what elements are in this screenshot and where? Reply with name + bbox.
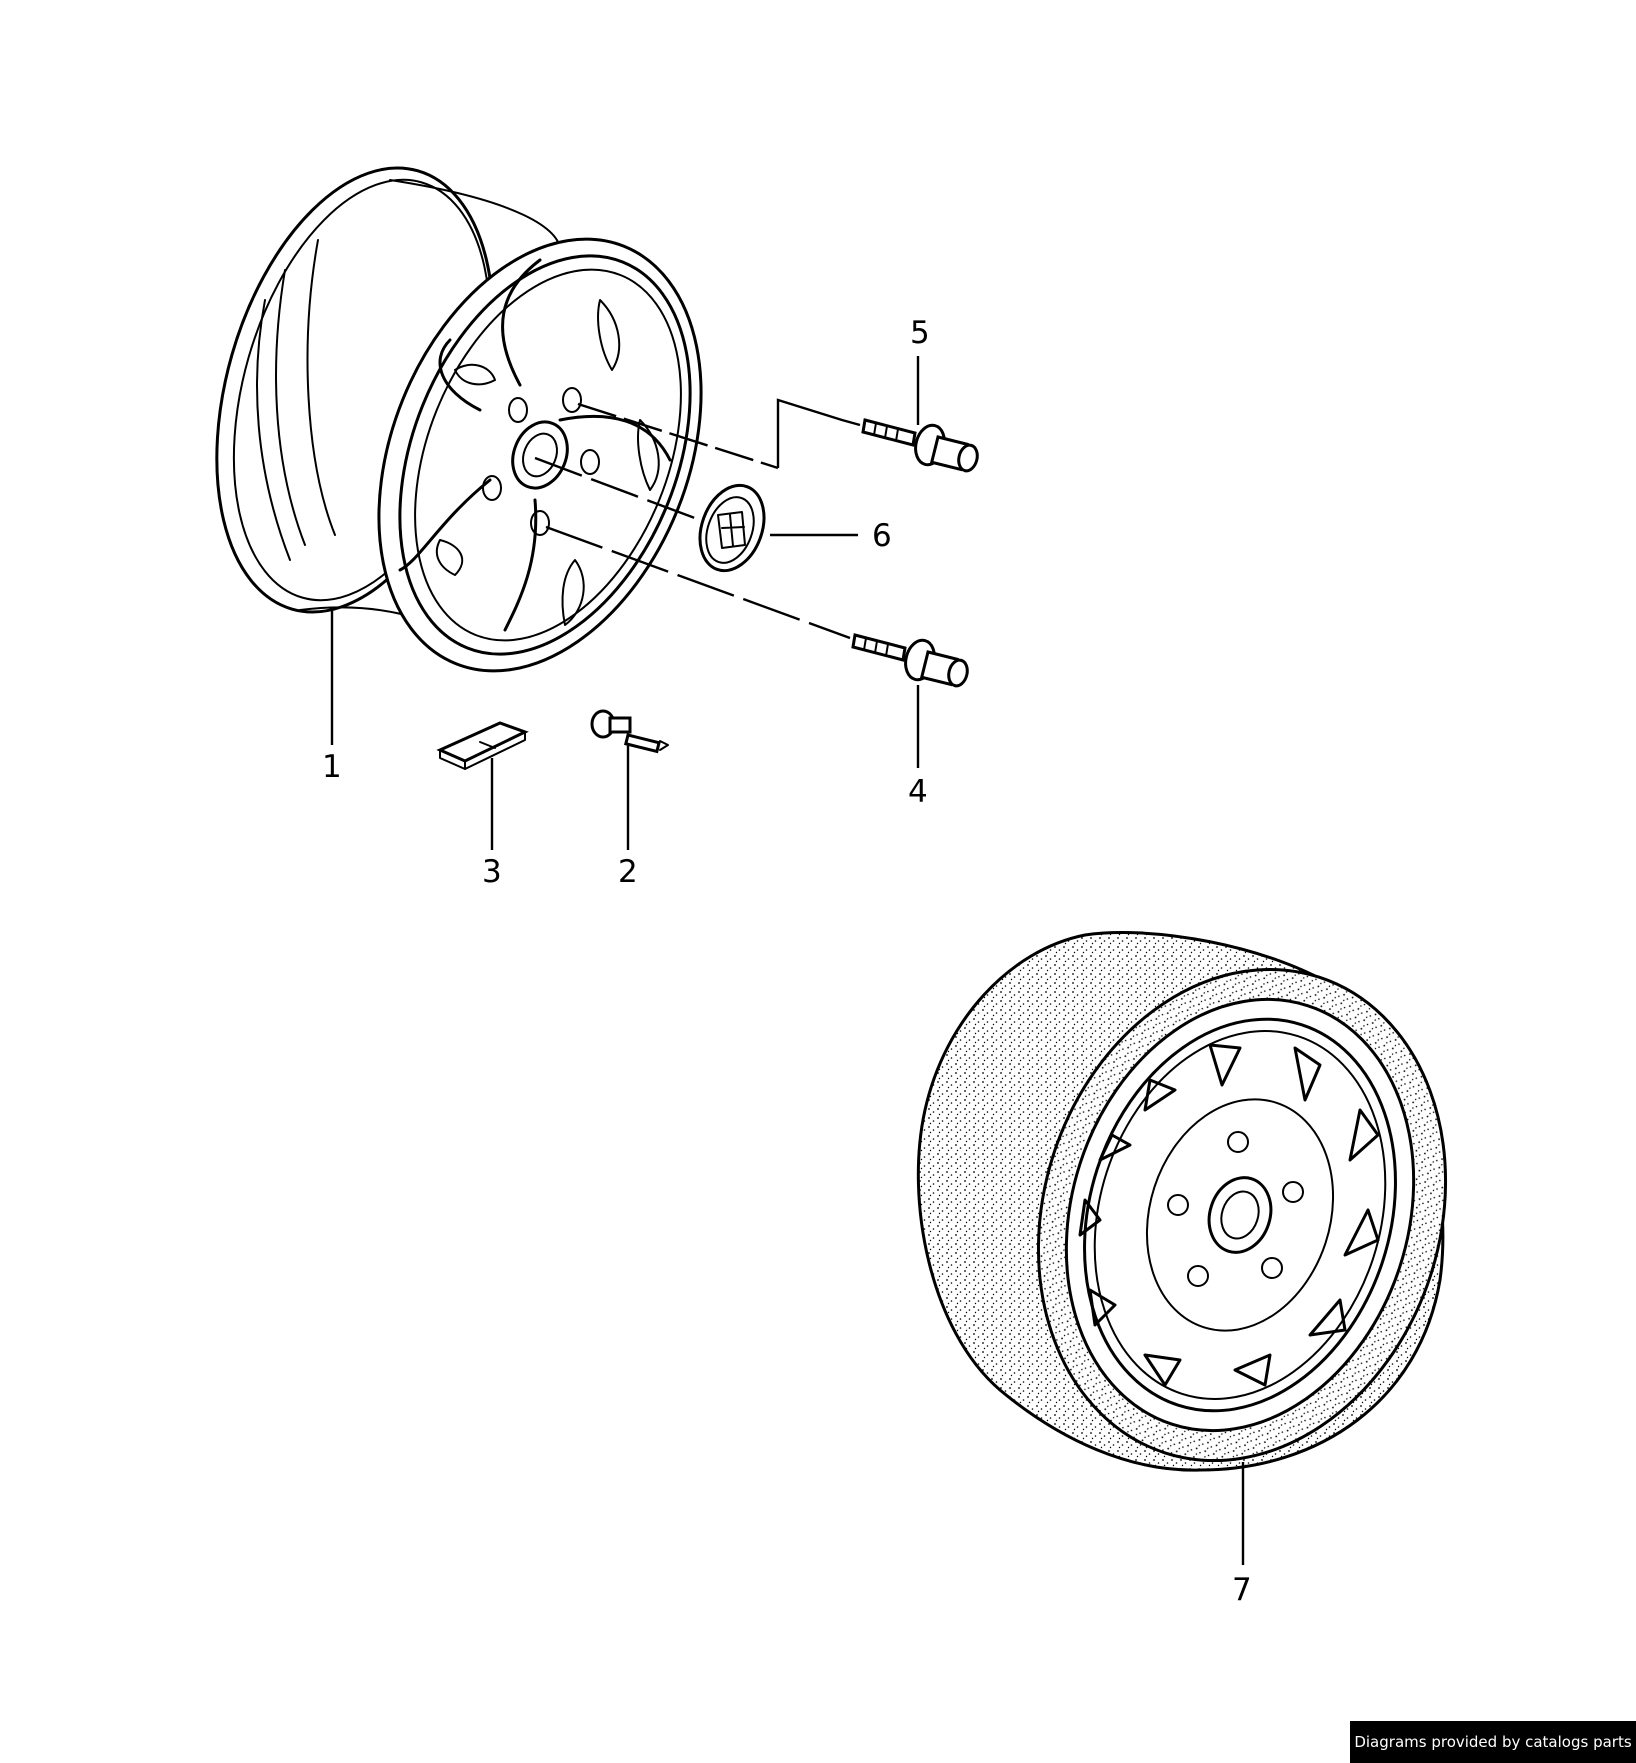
valve-stem <box>590 709 669 754</box>
wheel-bolt-upper <box>861 418 979 473</box>
callout-5: 5 <box>910 315 930 351</box>
leader-lines <box>330 356 1245 1565</box>
alloy-wheel-rim <box>215 166 703 673</box>
hub-cap <box>698 483 766 573</box>
callout-labels: 1 2 3 4 5 6 7 <box>322 315 1252 1608</box>
balance-weight <box>436 721 529 770</box>
callout-2: 2 <box>618 854 638 890</box>
callout-3: 3 <box>482 854 502 890</box>
spare-tire <box>916 930 1448 1472</box>
callout-4: 4 <box>908 774 928 810</box>
credit-banner: Diagrams provided by catalogs parts <box>1350 1721 1636 1763</box>
callout-1: 1 <box>322 749 342 785</box>
callout-6: 6 <box>872 518 892 554</box>
wheel-bolt-lower <box>851 633 969 688</box>
callout-7: 7 <box>1232 1572 1252 1608</box>
